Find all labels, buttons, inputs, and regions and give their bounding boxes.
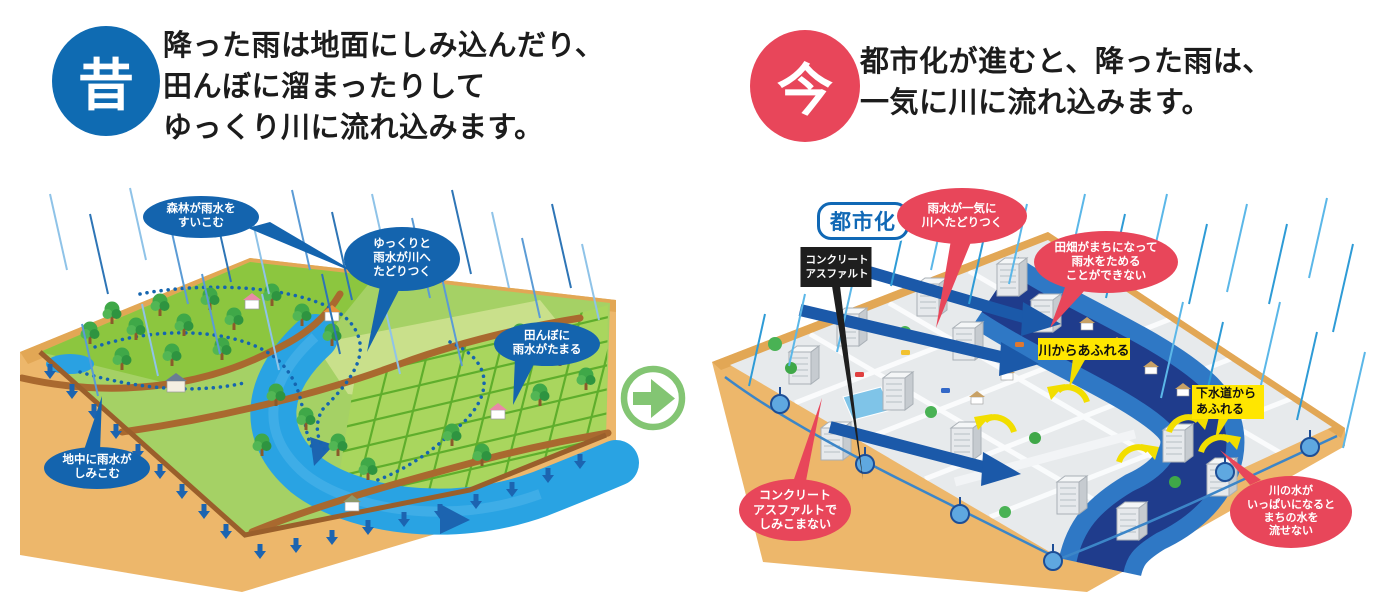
callout-line: 田んぼに	[524, 330, 570, 343]
cars	[855, 342, 1024, 393]
callout-river-full-cannot-drain: 川の水が いっぱいになると まちの水を 流せない	[1230, 476, 1352, 548]
label-line: あふれる	[1196, 402, 1245, 416]
callout-line: 雨水が川へ	[373, 252, 431, 265]
label-line: 下水道から	[1196, 386, 1257, 401]
callout-line: まちの水を	[1263, 512, 1319, 524]
callout-line: アスファルトで	[752, 502, 837, 517]
callout-line: コンクリート	[758, 488, 831, 503]
now-badge-label: 今	[777, 58, 833, 122]
label-line: アスファルト	[805, 268, 869, 280]
runoff-flow-dotted-lines	[78, 285, 486, 484]
past-description-line: 田んぼに溜まったりして	[163, 71, 486, 103]
callout-line: いっぱいになると	[1247, 498, 1335, 511]
past-badge-label: 昔	[78, 53, 134, 117]
callout-line: 雨水をためる	[1071, 255, 1141, 268]
callout-rain-rushes-to-river: 雨水が一気に 川へたどりつく	[897, 188, 1027, 244]
callout-line: 川の水が	[1269, 485, 1313, 498]
transition-arrow-icon	[620, 365, 686, 431]
callout-tails	[84, 222, 535, 452]
soil-edge-line	[38, 350, 607, 538]
callout-line: 地中に雨水が	[62, 454, 132, 467]
callout-line: 森林が雨水を	[166, 203, 236, 216]
river-flow-arrow	[310, 437, 334, 466]
callout-rain-soaks-underground: 地中に雨水が しみこむ	[44, 447, 150, 489]
callout-line: ことができない	[1065, 270, 1147, 282]
now-description-line: 都市化が進むと、降った雨は、	[860, 46, 1272, 78]
callout-line: ゆっくりと	[373, 238, 431, 251]
callout-line: 雨水が一気に	[927, 202, 997, 215]
callout-line: しみこまない	[758, 517, 831, 532]
callout-line: 川へたどりつく	[921, 217, 1003, 229]
now-description-line: 一気に川に流れ込みます。	[860, 87, 1212, 119]
rural-landscape-illustration	[20, 187, 639, 592]
callout-line: 雨水がたまる	[512, 344, 582, 356]
label-sewer-overflow: 下水道から あふれる	[1192, 385, 1264, 419]
river-flow-arrow	[440, 504, 470, 534]
callout-line: すいこむ	[178, 217, 224, 229]
sewer-droplets	[770, 387, 1320, 571]
callout-tails	[793, 240, 1261, 486]
callout-slow-flow-to-river: ゆっくりと 雨水が川へ たどりつく	[344, 227, 460, 291]
callout-forest-absorbs-rain: 森林が雨水を すいこむ	[143, 196, 259, 238]
callout-paddy-stores-rain: 田んぼに 雨水がたまる	[494, 322, 600, 366]
label-river-overflow: 川からあふれる	[1038, 338, 1130, 360]
sewer-pipes	[724, 375, 1338, 571]
past-badge: 昔	[52, 26, 160, 136]
past-description-line: ゆっくり川に流れ込みます。	[163, 112, 544, 144]
callout-no-infiltration: コンクリート アスファルトで しみこまない	[739, 479, 851, 541]
past-description: 降った雨は地面にしみ込んだり、 田んぼに溜まったりして ゆっくり川に流れ込みます…	[163, 26, 604, 149]
callout-fields-became-town: 田畑がまちになって 雨水をためる ことができない	[1034, 231, 1178, 293]
callout-line: しみこむ	[74, 468, 120, 480]
now-badge: 今	[750, 30, 860, 142]
label-concrete-asphalt: コンクリート アスファルト	[800, 247, 872, 287]
rain-lines	[49, 187, 600, 397]
past-description-line: 降った雨は地面にしみ込んだり、	[163, 30, 605, 62]
label-line: 川からあふれる	[1038, 342, 1130, 358]
callout-line: 流せない	[1269, 525, 1313, 538]
label-line: コンクリート	[805, 253, 869, 266]
now-description: 都市化が進むと、降った雨は、 一気に川に流れ込みます。	[860, 42, 1272, 124]
callout-line: 田畑がまちになって	[1054, 241, 1158, 254]
urbanization-label-text: 都市化	[830, 211, 896, 234]
callout-line: たどりつく	[373, 265, 431, 278]
urbanization-label: 都市化	[817, 202, 909, 240]
